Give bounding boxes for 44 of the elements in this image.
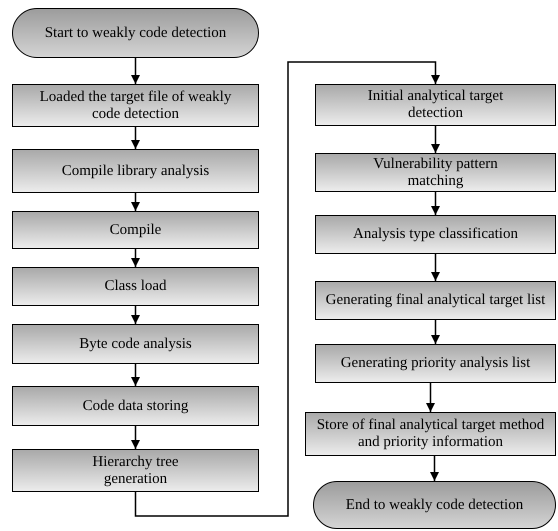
step-label: Compile library analysis bbox=[62, 162, 210, 180]
step-label: Vulnerability pattern matching bbox=[372, 156, 499, 190]
arrow bbox=[131, 58, 140, 84]
arrow bbox=[430, 456, 439, 481]
process-box bbox=[12, 267, 259, 306]
step-label: Hierarchy tree generation bbox=[91, 454, 180, 488]
process-box bbox=[12, 449, 259, 492]
arrow bbox=[131, 364, 140, 386]
process-box bbox=[315, 344, 556, 383]
step-label: Store of final analytical target method and priority information bbox=[316, 417, 546, 451]
arrow bbox=[431, 126, 440, 153]
step-label: Generating priority analysis list bbox=[340, 355, 530, 372]
arrow bbox=[131, 426, 140, 449]
arrow bbox=[431, 254, 440, 281]
terminal-pill bbox=[313, 481, 556, 529]
arrow bbox=[131, 127, 140, 149]
arrow bbox=[134, 61, 440, 517]
arrow bbox=[431, 192, 440, 215]
process-box bbox=[315, 153, 556, 192]
arrow bbox=[431, 320, 440, 344]
step-label: Start to weakly code detection bbox=[44, 24, 226, 42]
process-box bbox=[315, 281, 556, 320]
process-box bbox=[12, 149, 259, 193]
arrow bbox=[131, 193, 140, 211]
arrow bbox=[131, 306, 140, 324]
step-label: Class load bbox=[104, 278, 167, 295]
process-box bbox=[315, 215, 556, 254]
step-label: Compile bbox=[110, 222, 162, 238]
arrow bbox=[426, 383, 435, 412]
process-box bbox=[315, 84, 556, 126]
process-box bbox=[12, 211, 259, 249]
process-box bbox=[12, 386, 259, 426]
process-box bbox=[305, 412, 556, 456]
step-label: End to weakly code detection bbox=[346, 496, 524, 514]
step-label: Loaded the target file of weakly code detection bbox=[38, 88, 232, 122]
terminal-pill bbox=[12, 8, 259, 58]
process-box bbox=[12, 84, 259, 127]
step-label: Analysis type classification bbox=[353, 226, 518, 243]
step-label: Byte code analysis bbox=[79, 336, 192, 352]
step-label: Code data storing bbox=[82, 398, 188, 414]
process-box bbox=[12, 324, 259, 364]
arrow bbox=[131, 249, 140, 267]
step-label: Generating final analytical target list bbox=[326, 292, 546, 309]
step-label: Initial analytical target detection bbox=[366, 88, 504, 122]
